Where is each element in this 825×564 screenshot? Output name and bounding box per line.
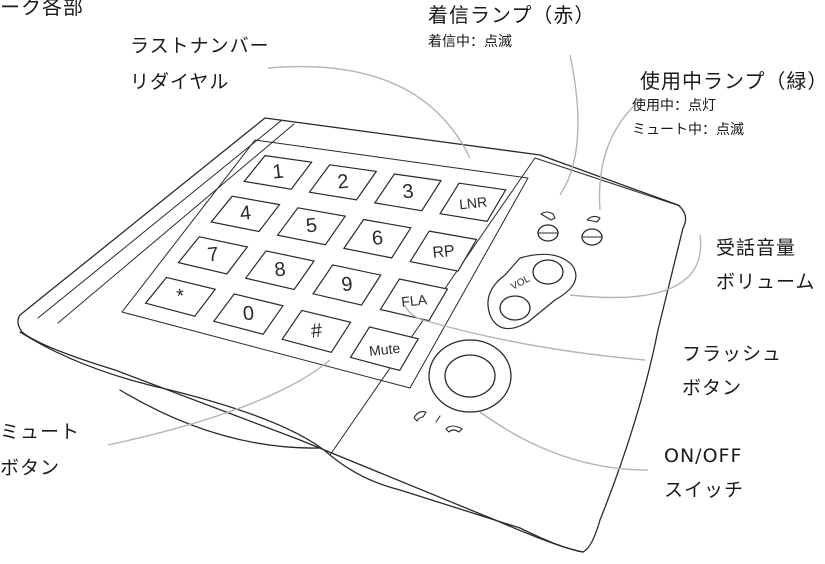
volume-label-2: ボリューム <box>716 271 816 293</box>
keypad-well <box>121 139 529 389</box>
key-5[interactable] <box>276 207 347 246</box>
lnr-label-2: リダイヤル <box>130 71 230 93</box>
key-label-fla: FLA <box>400 291 428 310</box>
key-label-4: 4 <box>239 202 252 225</box>
leader-lnr <box>267 65 471 159</box>
key-fla[interactable] <box>379 278 449 322</box>
panel-top-line <box>534 157 681 207</box>
device-lower-curve <box>119 389 321 449</box>
inuse-handset-icon <box>586 215 601 223</box>
key-8[interactable] <box>244 250 316 291</box>
inuse-lamp-desc-2: ミュート中：点滅 <box>632 122 744 138</box>
key-2[interactable] <box>308 164 378 201</box>
volume-label-1: 受話音量 <box>716 237 797 259</box>
key-3[interactable] <box>373 173 443 212</box>
flash-label-1: フラッシュ <box>682 343 783 365</box>
key-label-5: 5 <box>305 214 318 237</box>
volume-down-button <box>499 295 531 321</box>
key-1[interactable] <box>243 154 313 190</box>
leader-inuse-lamp <box>598 99 641 211</box>
volume-label: VOL <box>509 273 532 292</box>
key-label-8: 8 <box>273 258 286 281</box>
key-mute[interactable] <box>349 326 420 372</box>
leader-incoming-lamp <box>559 54 579 196</box>
key-9[interactable] <box>312 264 382 306</box>
key-rp[interactable] <box>409 230 478 272</box>
key-label-lnr: LNR <box>458 194 488 213</box>
key-lnr[interactable] <box>439 182 507 223</box>
incoming-handset-icon <box>540 211 556 221</box>
leader-onoff <box>479 411 649 471</box>
key-star[interactable] <box>144 276 217 317</box>
key-0[interactable] <box>212 293 284 335</box>
key-6[interactable] <box>342 218 412 259</box>
volume-rocker <box>487 253 577 330</box>
key-label-hash: # <box>310 319 324 342</box>
key-label-2: 2 <box>336 171 349 194</box>
inuse-lamp-desc-1: 使用中：点灯 <box>632 98 716 114</box>
key-label-0: 0 <box>242 302 255 325</box>
incoming-lamp-desc: 着信中：点滅 <box>428 34 512 50</box>
leader-flash <box>404 304 646 361</box>
flash-label-2: ボタン <box>682 377 743 399</box>
offhook-icon <box>413 411 427 422</box>
mute-label-1: ミュート <box>0 421 81 443</box>
key-label-6: 6 <box>371 227 384 250</box>
onhook-icon <box>445 425 463 433</box>
onoff-label-2: スイッチ <box>664 479 745 501</box>
leader-volume <box>569 234 702 299</box>
left-bezel <box>37 119 283 319</box>
inuse-lamp-title: 使用中ランプ（緑） <box>640 69 825 93</box>
onoff-label-1: ON/OFF <box>664 445 743 467</box>
key-label-9: 9 <box>340 273 353 296</box>
key-label-rp: RP <box>432 243 456 262</box>
key-label-7: 7 <box>206 243 219 266</box>
icon-slash <box>435 415 441 423</box>
key-hash[interactable] <box>281 309 352 353</box>
left-bezel-inner <box>57 123 295 324</box>
key-4[interactable] <box>210 195 281 233</box>
onoff-switch-outer <box>428 339 512 413</box>
volume-up-button <box>532 259 564 285</box>
mute-label-2: ボタン <box>0 457 61 479</box>
device-front-edge <box>19 331 584 553</box>
leader-lines <box>107 54 702 471</box>
key-label-star: * <box>175 285 185 308</box>
header-fragment: ーク各部 <box>0 0 84 19</box>
key-label-3: 3 <box>401 180 414 203</box>
key-7[interactable] <box>177 236 249 275</box>
leader-mute <box>107 359 331 446</box>
onoff-switch-inner <box>444 354 496 398</box>
lnr-label-1: ラストナンバー <box>130 35 270 57</box>
key-label-1: 1 <box>271 161 284 184</box>
incoming-lamp-title: 着信ランプ（赤） <box>428 3 596 27</box>
key-label-mute: Mute <box>368 340 401 359</box>
